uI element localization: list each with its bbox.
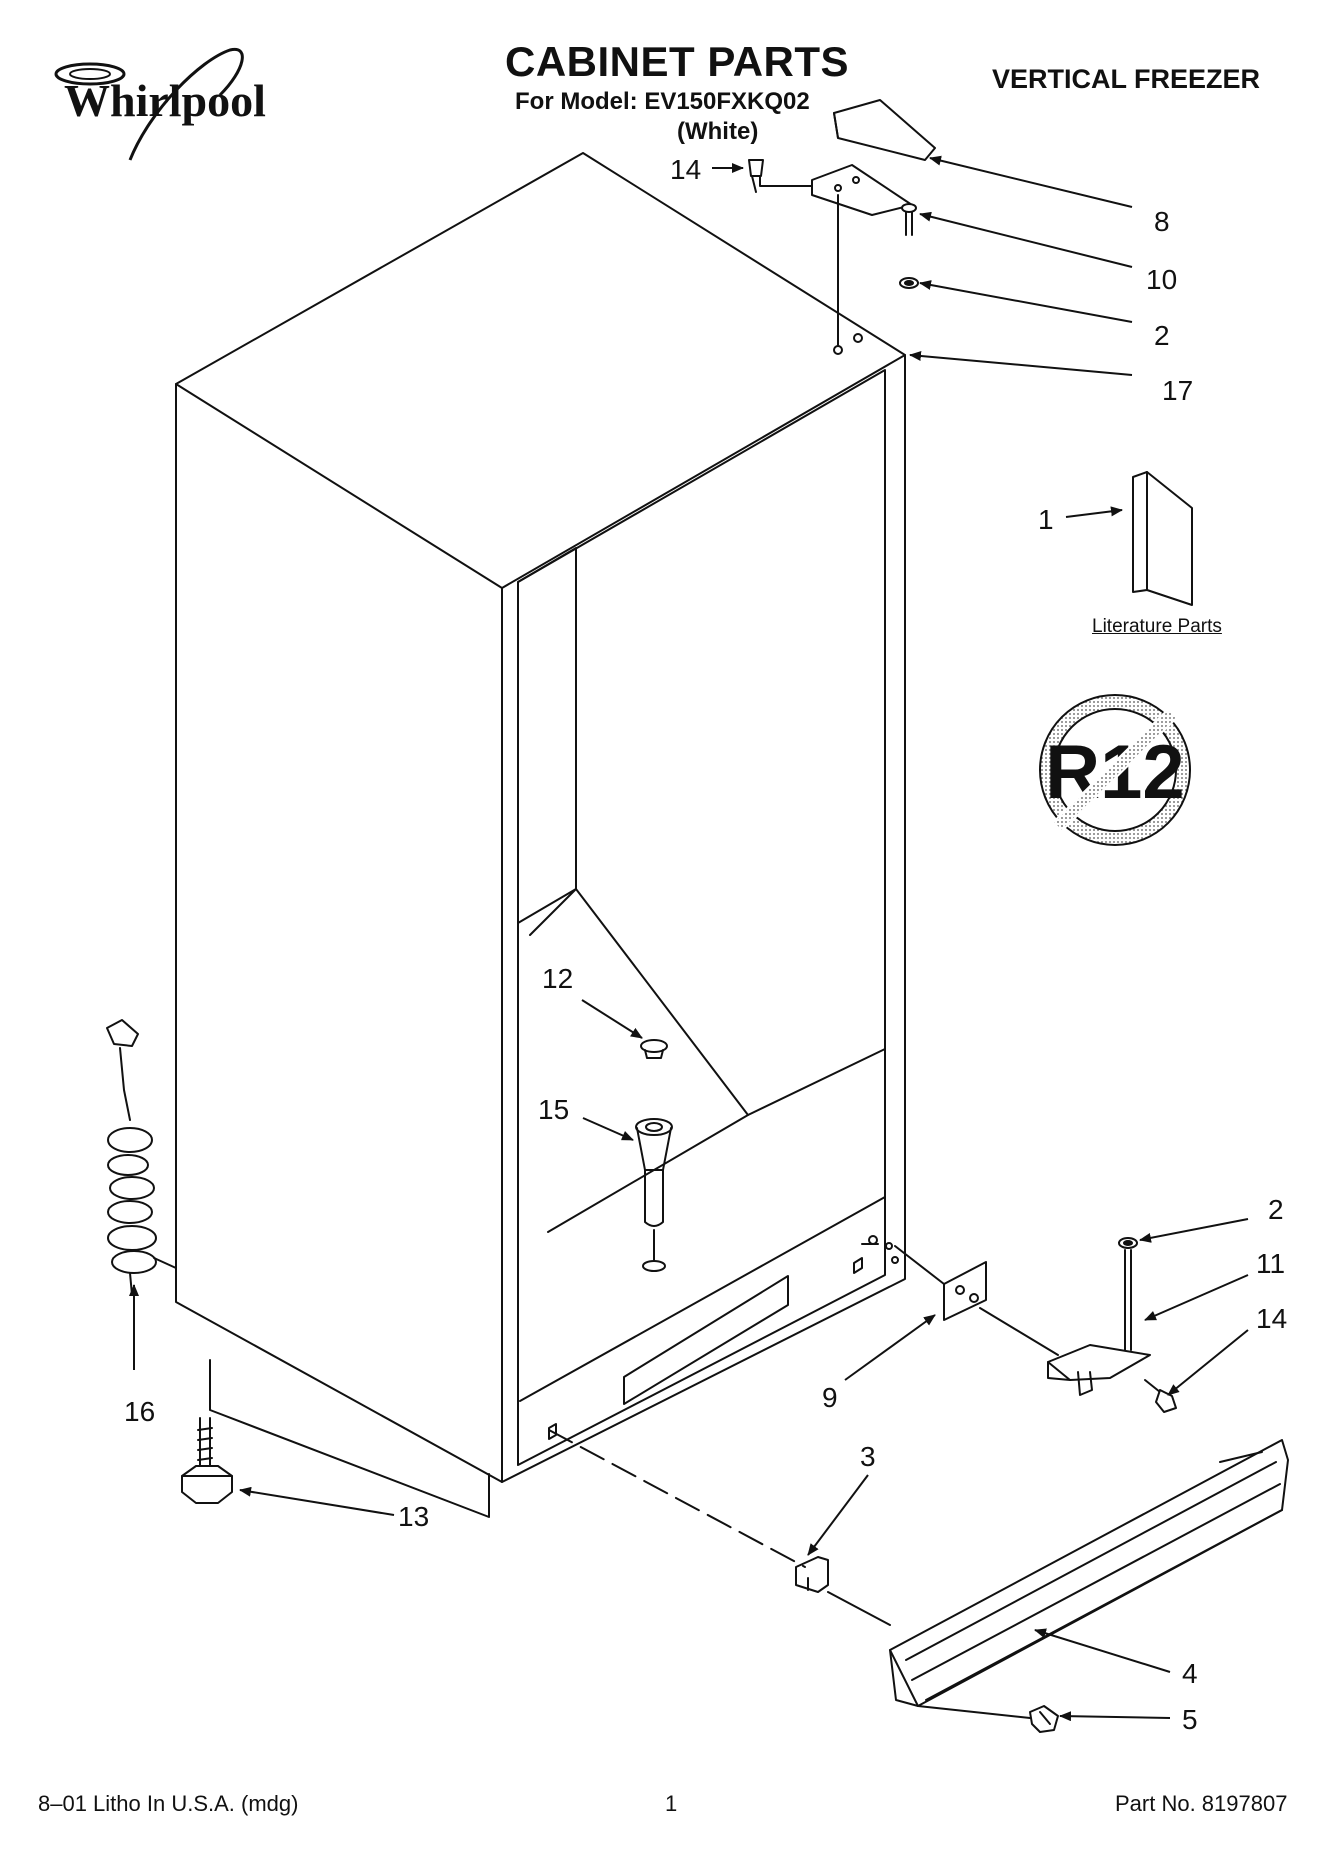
drain-assembly bbox=[635, 1039, 673, 1272]
callout-8: 8 bbox=[1154, 206, 1170, 237]
callout-14-top: 14 bbox=[670, 154, 702, 185]
top-hinge bbox=[748, 99, 936, 355]
footer-print-info: 8–01 Litho In U.S.A. (mdg) bbox=[38, 1791, 299, 1816]
callout-13: 13 bbox=[398, 1501, 430, 1532]
base-grille bbox=[889, 1439, 1289, 1707]
callout-2-bottom: 2 bbox=[1268, 1194, 1284, 1225]
grille-clip bbox=[795, 1556, 829, 1593]
callout-16: 16 bbox=[124, 1396, 156, 1427]
color-line: (White) bbox=[677, 118, 759, 145]
callout-9: 9 bbox=[822, 1382, 838, 1413]
grille-screw bbox=[1029, 1705, 1059, 1733]
callout-14-bottom: 14 bbox=[1256, 1303, 1288, 1334]
callout-3: 3 bbox=[860, 1441, 876, 1472]
model-line: For Model: EV150FXKQ02 bbox=[515, 88, 810, 115]
product-category: VERTICAL FREEZER bbox=[992, 64, 1261, 94]
callout-2-top: 2 bbox=[1154, 320, 1170, 351]
footer-page-number: 1 bbox=[665, 1791, 678, 1816]
page-title: CABINET PARTS bbox=[505, 38, 850, 85]
callout-12: 12 bbox=[542, 963, 574, 994]
freezer-cabinet bbox=[175, 152, 906, 1518]
power-cord bbox=[106, 1019, 177, 1296]
bottom-hinge bbox=[861, 1235, 1177, 1413]
leveling-leg bbox=[181, 1417, 233, 1504]
callout-11: 11 bbox=[1256, 1248, 1286, 1279]
literature-booklet bbox=[1132, 471, 1193, 606]
literature-parts-label: Literature Parts bbox=[1092, 616, 1222, 637]
callout-4: 4 bbox=[1182, 1658, 1198, 1689]
callout-10: 10 bbox=[1146, 264, 1178, 295]
whirlpool-logo: Whirlpool bbox=[54, 47, 266, 161]
r12-badge: R12 bbox=[1039, 694, 1191, 846]
footer-part-number: Part No. 8197807 bbox=[1115, 1791, 1288, 1816]
callout-15: 15 bbox=[538, 1094, 570, 1125]
callout-1: 1 bbox=[1038, 504, 1054, 535]
callout-17: 17 bbox=[1162, 375, 1194, 406]
callout-arrows bbox=[129, 155, 1249, 1722]
callout-5: 5 bbox=[1182, 1704, 1198, 1735]
assembly-guide-lines bbox=[548, 1429, 1031, 1719]
